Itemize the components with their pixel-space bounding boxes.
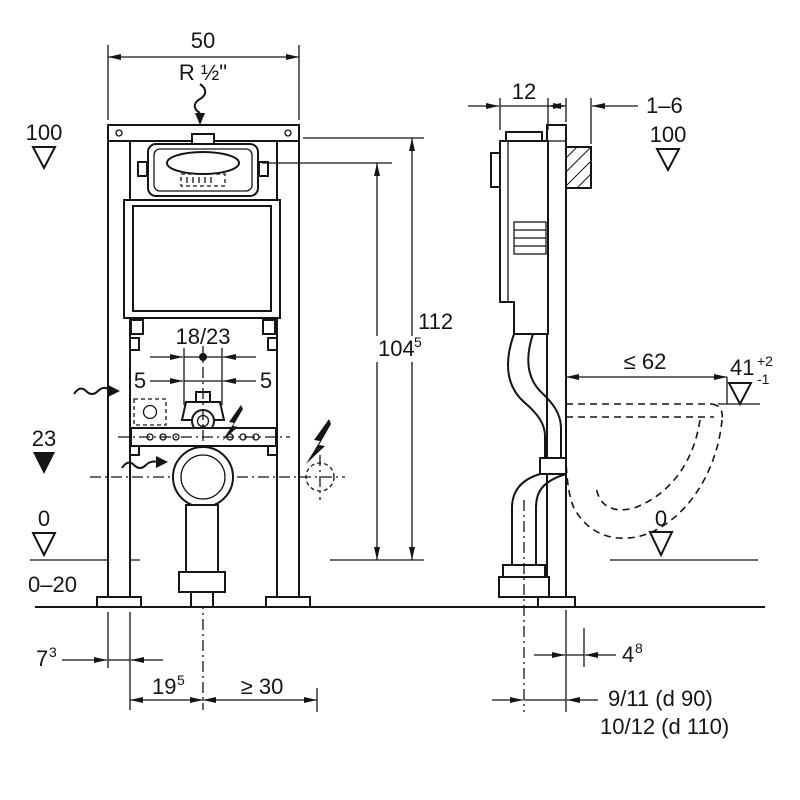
- dim-41-minus: -1: [757, 371, 770, 387]
- outlet-d110-label: 10/12 (d 110): [600, 714, 729, 739]
- dim-7-label: 7: [36, 646, 48, 671]
- dim-12-label: 12: [512, 79, 536, 104]
- offset-5-right-label: 5: [260, 368, 272, 393]
- meter-datum-right-label: 100: [650, 122, 687, 147]
- datum-triangle-open: [31, 146, 57, 171]
- front-view-supply-zone: [118, 348, 290, 447]
- side-view-dimensions: 12 1–6 100 ≤ 62 41 +2 -1 0 4 8 9/11 (d 9…: [468, 79, 773, 739]
- dim-62-label: ≤ 62: [624, 349, 667, 374]
- water-supply-squiggles: [73, 83, 207, 469]
- front-view-dimensions: 50 R ½" 100 112 104 5 18/23 5 5 23 0 0–2…: [26, 28, 453, 712]
- dim-104-sup: 5: [414, 334, 422, 350]
- dim-4-label: 4: [622, 642, 634, 667]
- meter-datum-left-label: 100: [26, 120, 63, 145]
- foot-range-label: 0–20: [28, 572, 77, 597]
- lightning-bolt-icon: [306, 419, 331, 464]
- dim-1-6-label: 1–6: [646, 93, 683, 118]
- water-squiggle-icon: [121, 460, 159, 469]
- clearance-30-label: ≥ 30: [241, 674, 284, 699]
- datum-triangle-open: [648, 531, 674, 558]
- front-view-electrical: [222, 405, 335, 500]
- floor-0-right-label: 0: [655, 506, 667, 531]
- offset-5-left-label: 5: [134, 368, 146, 393]
- datum-triangle-open: [31, 532, 57, 558]
- front-view-outlet: [90, 346, 345, 710]
- drain-pipe: [185, 504, 219, 573]
- lightning-bolt-icon: [222, 405, 243, 441]
- dim-112-label: 112: [418, 309, 453, 334]
- angle-valve-area: [133, 398, 167, 426]
- outlet-height-23-label: 23: [32, 426, 56, 451]
- front-view-cistern: [123, 133, 281, 335]
- outlet-socket: [172, 446, 234, 508]
- water-squiggle-icon: [73, 386, 111, 395]
- datum-triangle-filled: [33, 452, 55, 474]
- logo-area: [180, 173, 226, 187]
- dim-104-label: 104: [378, 336, 415, 361]
- supply-heights-label: 18/23: [175, 324, 230, 349]
- datum-triangle-open: [655, 148, 681, 173]
- access-panel: [132, 205, 272, 312]
- wc-connector: [539, 457, 567, 475]
- dim-50-label: 50: [191, 28, 215, 53]
- flush-actuator: [166, 151, 240, 175]
- dim-19-label: 19: [152, 674, 176, 699]
- dim-41-plus: +2: [757, 353, 773, 369]
- datum-triangle-open: [727, 382, 753, 407]
- dim-7-sup: 3: [49, 644, 57, 660]
- side-view-toilet-bowl: [565, 403, 724, 540]
- dim-41-label: 41: [730, 355, 754, 380]
- side-view-drain: [498, 473, 567, 712]
- dim-19-sup: 5: [177, 672, 185, 688]
- thread-label: R ½": [179, 60, 227, 85]
- flush-plate-side: [490, 152, 501, 188]
- drain-flange: [178, 571, 226, 593]
- side-view-cistern: [490, 131, 549, 335]
- floor-0-left-label: 0: [38, 506, 50, 531]
- water-squiggle-icon: [193, 83, 207, 114]
- side-view-flush-pipe: [507, 333, 567, 475]
- dim-4-sup: 8: [635, 640, 643, 656]
- outlet-d90-label: 9/11 (d 90): [608, 686, 713, 711]
